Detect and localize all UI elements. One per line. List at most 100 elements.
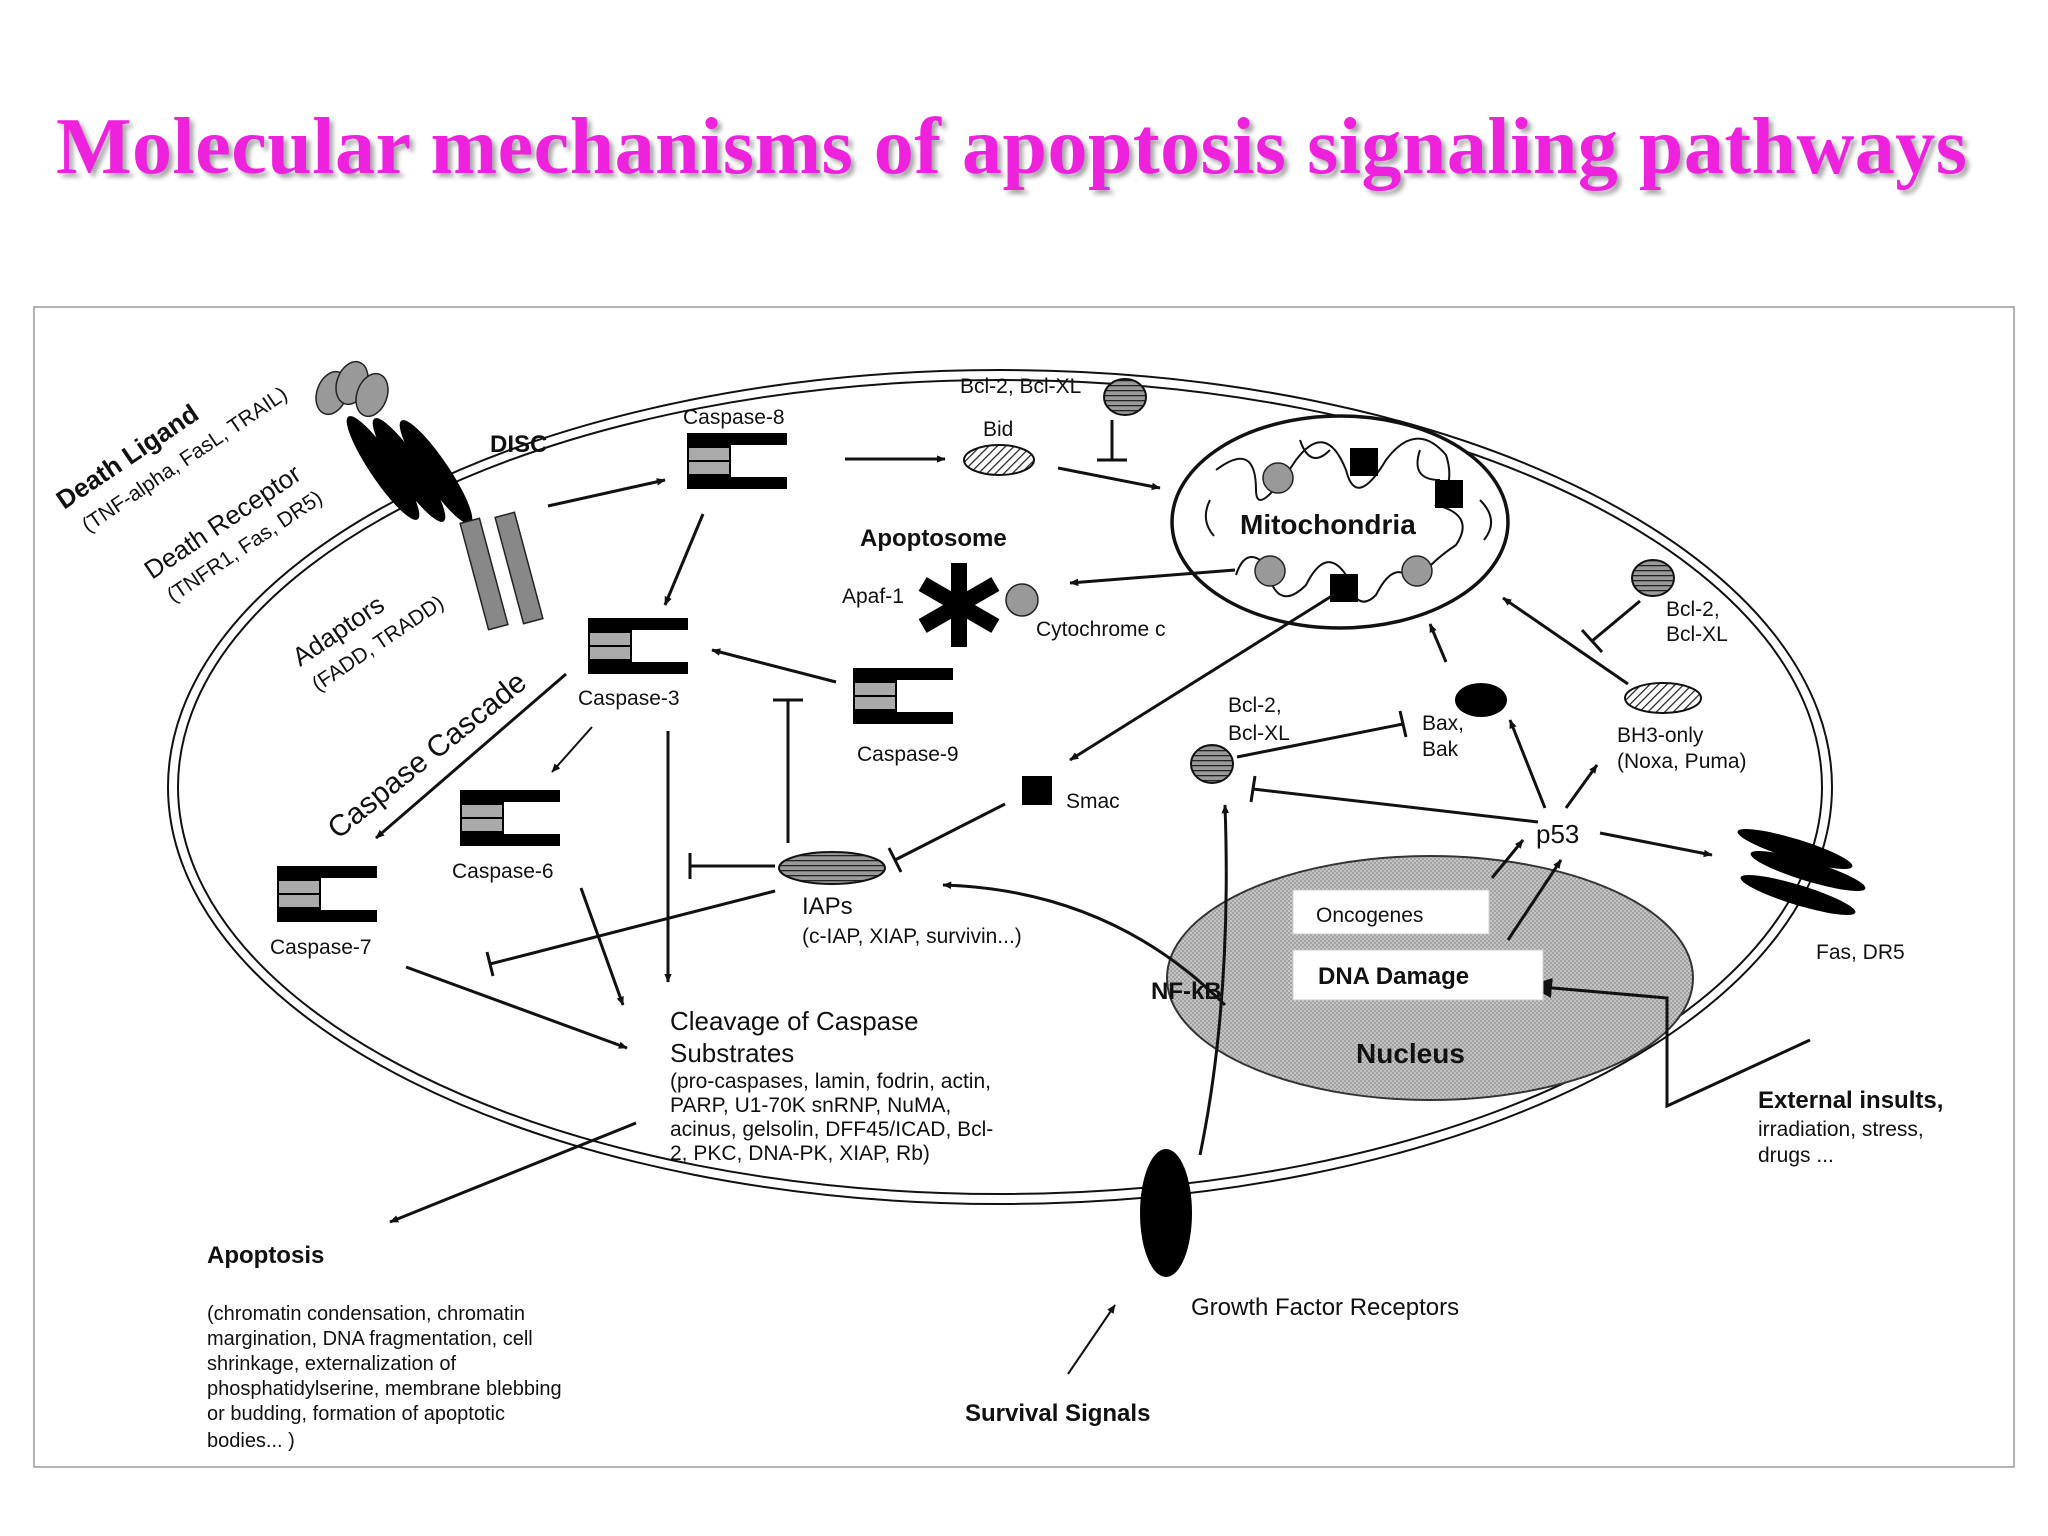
disc-label: DISC [490, 431, 547, 458]
inhibit-bcl2-bid [1097, 420, 1127, 462]
arrow-p53-to-bh3 [1564, 764, 1599, 809]
bcl2-top-icon [1103, 378, 1147, 416]
cell-membrane-inner [177, 379, 1823, 1195]
apoptosis-detail-line: margination, DNA fragmentation, cell [207, 1328, 533, 1350]
death-receptor [346, 416, 473, 524]
bax-icon [1455, 683, 1507, 717]
fas-dr5-receptor-icon [1737, 829, 1866, 915]
apoptosis-label: Apoptosis [207, 1242, 324, 1269]
caspase9-label: Caspase-9 [857, 743, 959, 766]
arrow-gfr-to-bcl2 [1198, 804, 1230, 1156]
bh3-icon [1624, 682, 1702, 714]
arrow-survival-to-gfr [1067, 1304, 1116, 1375]
arrow-caspase3-to-caspase7 [375, 672, 567, 840]
bcl2-right-label-line1: Bcl-2, [1666, 598, 1720, 621]
page-title: Molecular mechanisms of apoptosis signal… [56, 103, 1968, 191]
apoptosis-detail-line: shrinkage, externalization of [207, 1353, 456, 1375]
mito-protein-icon [1262, 462, 1294, 494]
death-ligand [315, 360, 389, 418]
bcl2-mid-icon [1190, 744, 1234, 784]
oncogenes-label: Oncogenes [1316, 904, 1423, 927]
cytochrome-c-label: Cytochrome c [1036, 618, 1166, 641]
caspase3-label: Caspase-3 [578, 687, 680, 710]
arrow-nfkb-to-iaps [942, 881, 1227, 1007]
arrow-caspase3-to-caspase6 [551, 726, 593, 773]
bh3-label-line1: BH3-only [1617, 724, 1704, 747]
smac-icon [1022, 776, 1052, 805]
smac-label: Smac [1066, 790, 1120, 813]
bcl2-right-label-line2: Bcl-XL [1666, 623, 1728, 646]
inhibit-iaps-caspase7 [485, 889, 776, 977]
arrow-caspase6-to-substrates [579, 887, 625, 1006]
growth-factor-receptors-label: Growth Factor Receptors [1191, 1294, 1459, 1321]
iaps-icon [778, 851, 886, 885]
nfkb-label: NF-kB [1151, 978, 1222, 1005]
inhibit-iaps-caspase6 [688, 853, 775, 879]
arrow-bax-to-mitochondria [1428, 623, 1448, 663]
inhibit-iaps-caspase9 [773, 698, 803, 843]
caspase7-label: Caspase-7 [270, 936, 372, 959]
mito-smac-icon [1330, 574, 1358, 602]
figure-frame [33, 306, 2015, 1468]
external-insults-sublabel: drugs ... [1758, 1144, 1834, 1167]
external-insults-label: External insults, [1758, 1087, 1943, 1114]
fas-dr5-label: Fas, DR5 [1816, 941, 1905, 964]
cleavage-label-line2: Substrates [670, 1038, 794, 1068]
bcl2-right-icon [1631, 559, 1675, 597]
mitochondria-label: Mitochondria [1240, 509, 1416, 540]
apoptosis-detail-line: bodies... ) [207, 1430, 295, 1452]
bcl2-mid-label-line2: Bcl-XL [1228, 722, 1290, 745]
arrow-p53-to-bax [1508, 719, 1547, 809]
arrow-oncogenes-to-p53 [1490, 839, 1525, 879]
mito-protein-icon [1254, 555, 1286, 587]
inhibit-bcl2-bax [1236, 710, 1408, 759]
caspase8-label: Caspase-8 [683, 406, 785, 429]
arrow-mitochondria-to-smac [1069, 592, 1336, 762]
iaps-label: IAPs [802, 893, 853, 920]
apoptosis-detail-line: or budding, formation of apoptotic [207, 1403, 505, 1425]
arrow-p53-to-fas [1599, 831, 1713, 858]
bax-label-line1: Bax, [1422, 712, 1464, 735]
arrow-caspase9-to-caspase3 [711, 648, 837, 684]
arrow-substrates-to-apoptosis [389, 1121, 637, 1224]
iaps-sublabel: (c-IAP, XIAP, survivin...) [802, 925, 1022, 948]
apoptosome-label: Apoptosome [860, 525, 1007, 552]
substrates-line: (pro-caspases, lamin, fodrin, actin, [670, 1070, 991, 1093]
dna-damage-box [1292, 949, 1544, 1001]
apoptosis-detail-line: (chromatin condensation, chromatin [207, 1303, 525, 1325]
mito-smac-icon [1435, 480, 1463, 508]
mito-smac-icon [1350, 448, 1378, 476]
dna-damage-label: DNA Damage [1318, 963, 1469, 990]
apaf1-icon [918, 563, 1000, 647]
arrow-bh3-to-mitochondria [1502, 596, 1629, 686]
oncogenes-box [1292, 889, 1490, 935]
substrates-line: 2, PKC, DNA-PK, XIAP, Rb) [670, 1142, 930, 1165]
inhibit-p53-bcl2 [1249, 775, 1539, 824]
bcl2-mid-label-line1: Bcl-2, [1228, 694, 1282, 717]
p53-label: p53 [1536, 819, 1579, 849]
caspase6-label: Caspase-6 [452, 860, 554, 883]
inhibit-smac-iaps [887, 802, 1006, 873]
arrow-dna-damage-to-p53 [1506, 859, 1563, 941]
bcl2-top-label: Bcl-2, Bcl-XL [960, 375, 1081, 398]
cleavage-label-line1: Cleavage of Caspase [670, 1006, 919, 1036]
arrow-caspase7-to-substrates [405, 965, 628, 1050]
cytochrome-c-icon [1005, 583, 1039, 617]
arrow-caspase8-to-caspase3 [663, 513, 705, 606]
substrates-line: acinus, gelsolin, DFF45/ICAD, Bcl- [670, 1118, 993, 1141]
apaf1-label: Apaf-1 [842, 585, 904, 608]
growth-factor-receptor-icon [1140, 1149, 1192, 1277]
arrow-external-insults-to-dna [1528, 977, 1811, 1109]
arrow-disc-to-caspase8 [547, 478, 666, 508]
nucleus-label: Nucleus [1356, 1038, 1465, 1069]
survival-signals-label: Survival Signals [965, 1400, 1150, 1427]
apoptosis-detail-line: phosphatidylserine, membrane blebbing [207, 1378, 562, 1400]
bh3-label-line2: (Noxa, Puma) [1617, 750, 1747, 773]
adaptors [459, 511, 544, 631]
mito-protein-icon [1401, 555, 1433, 587]
arrow-mitochondria-to-apoptosome [1069, 568, 1236, 587]
substrates-line: PARP, U1-70K snRNP, NuMA, [670, 1094, 951, 1117]
inhibit-bcl2-bh3 [1580, 599, 1641, 654]
bid-icon [963, 444, 1035, 476]
